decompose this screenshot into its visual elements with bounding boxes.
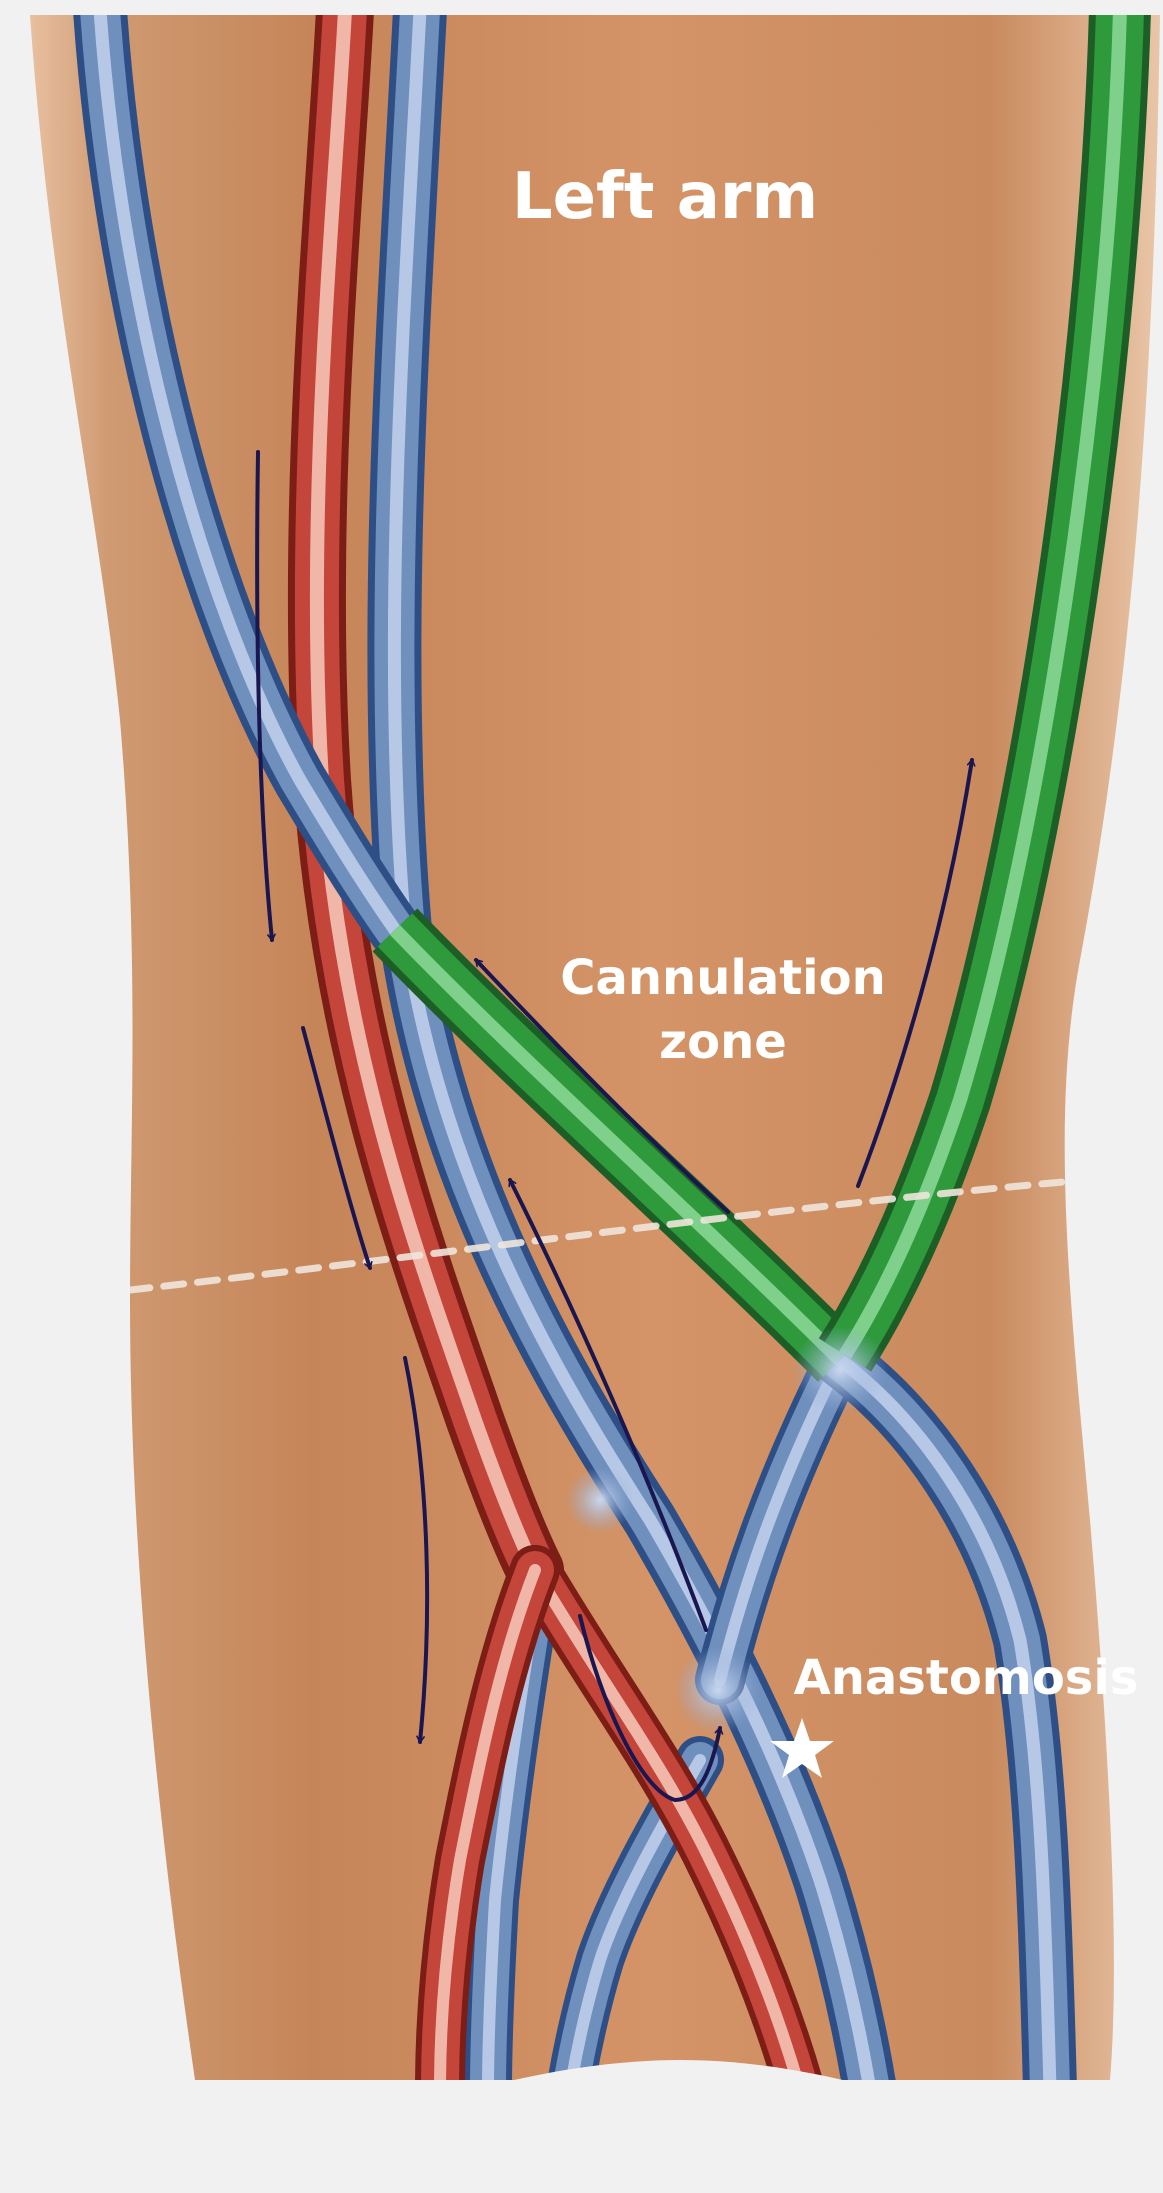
anastomosis-site (674, 1646, 762, 1734)
figure-title: Left arm (512, 160, 818, 234)
vein-crossing (566, 1466, 634, 1534)
cannulation-label-line-2: zone (659, 1014, 787, 1070)
anastomosis-label: Anastomosis (794, 1650, 1139, 1706)
cannulation-label-line-1: Cannulation (560, 950, 886, 1006)
top-strip (0, 0, 1163, 15)
vein-junction (792, 1326, 888, 1414)
